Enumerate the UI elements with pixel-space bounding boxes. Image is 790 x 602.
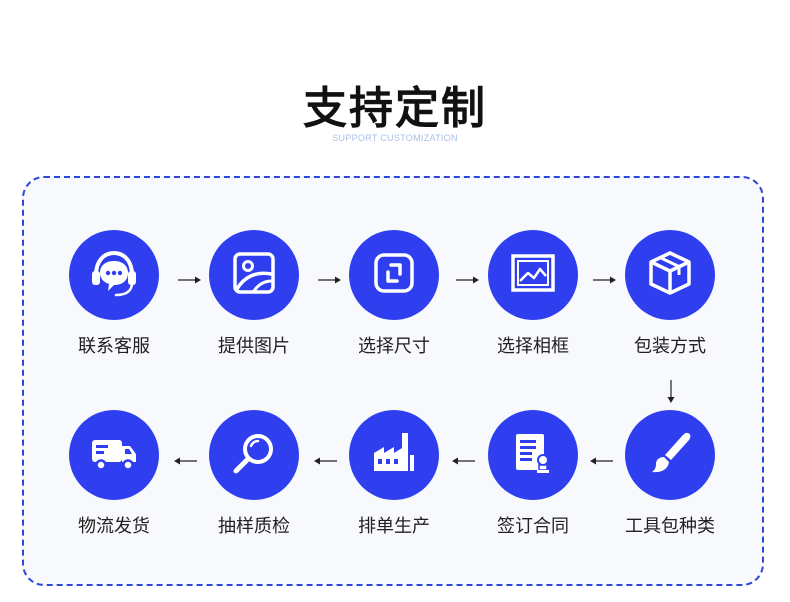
arrow-left-icon (589, 451, 613, 470)
step-provide-image: 提供图片 (184, 230, 324, 358)
contract-document-icon (505, 425, 561, 485)
page-title: 支持定制 (303, 83, 487, 134)
step-label: 包装方式 (634, 336, 706, 357)
arrow-left-icon (313, 451, 337, 470)
factory-icon (366, 425, 422, 485)
step-circle (349, 410, 439, 500)
step-circle (349, 230, 439, 320)
step-circle (625, 410, 715, 500)
step-packaging: 包装方式 (600, 230, 740, 358)
arrow-right-icon (593, 270, 617, 289)
resize-icon (366, 245, 422, 305)
step-circle (625, 230, 715, 320)
step-schedule-production: 排单生产 (324, 410, 464, 538)
step-circle (209, 410, 299, 500)
step-sign-contract: 签订合同 (463, 410, 603, 538)
step-toolkit-type: 工具包种类 (600, 410, 740, 538)
magnifier-icon (226, 425, 282, 485)
step-label: 联系客服 (78, 336, 150, 357)
step-circle (488, 410, 578, 500)
step-select-frame: 选择相框 (463, 230, 603, 358)
step-label: 工具包种类 (625, 516, 715, 537)
step-label: 物流发货 (78, 516, 150, 537)
arrow-right-icon (178, 270, 202, 289)
step-circle (69, 230, 159, 320)
arrow-right-icon (456, 270, 480, 289)
step-label: 选择相框 (497, 336, 569, 357)
image-icon (226, 245, 282, 305)
step-label: 提供图片 (218, 336, 290, 357)
page-subtitle: SUPPORT CUSTOMIZATION (332, 133, 458, 143)
package-box-icon (642, 245, 698, 305)
step-contact-service: 联系客服 (44, 230, 184, 358)
arrow-right-icon (318, 270, 342, 289)
step-circle (209, 230, 299, 320)
delivery-truck-icon (86, 425, 142, 485)
arrow-left-icon (451, 451, 475, 470)
paint-brush-icon (642, 425, 698, 485)
step-select-size: 选择尺寸 (324, 230, 464, 358)
step-sampling-inspection: 抽样质检 (184, 410, 324, 538)
step-logistics-shipping: 物流发货 (44, 410, 184, 538)
customer-service-headset-icon (86, 245, 142, 305)
arrow-down-icon (666, 380, 676, 408)
step-circle (69, 410, 159, 500)
picture-frame-icon (505, 245, 561, 305)
step-label: 抽样质检 (218, 516, 290, 537)
step-label: 签订合同 (497, 516, 569, 537)
step-label: 选择尺寸 (358, 336, 430, 357)
arrow-left-icon (173, 451, 197, 470)
step-label: 排单生产 (358, 516, 430, 537)
step-circle (488, 230, 578, 320)
